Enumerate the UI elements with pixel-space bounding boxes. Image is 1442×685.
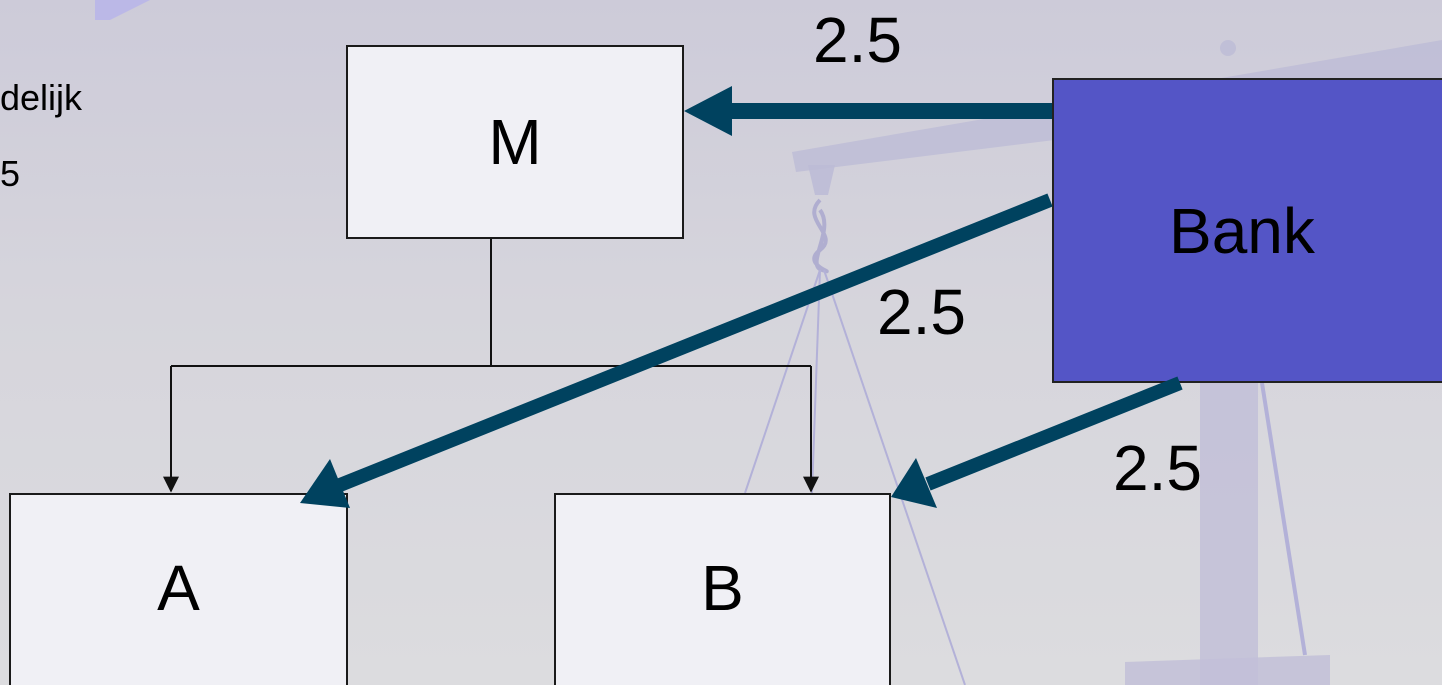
node-a-label: A xyxy=(157,552,200,624)
node-a: A xyxy=(9,493,348,685)
corner-tab-shape xyxy=(95,0,150,20)
node-bank-label: Bank xyxy=(1169,194,1315,267)
scale-chain xyxy=(812,198,829,274)
side-text-line: 5 xyxy=(0,153,21,194)
scale-pan-right xyxy=(1125,655,1330,685)
scale-string xyxy=(744,269,821,494)
node-b: B xyxy=(554,493,891,685)
node-m: M xyxy=(346,45,684,239)
node-b-label: B xyxy=(701,552,744,624)
node-bank: Bank xyxy=(1052,78,1442,383)
flow-label-bank-to-b: 2.5 xyxy=(1113,432,1202,504)
node-m-label: M xyxy=(488,106,542,178)
scale-string xyxy=(1260,382,1307,656)
flow-label-bank-to-m: 2.5 xyxy=(813,4,902,76)
scale-pillar xyxy=(1200,380,1258,685)
scale-string xyxy=(811,269,821,494)
scale-pivot xyxy=(1220,40,1236,56)
scale-hook xyxy=(808,165,835,195)
side-text-line: delijk xyxy=(0,77,83,118)
flow-label-bank-to-a: 2.5 xyxy=(877,276,966,348)
